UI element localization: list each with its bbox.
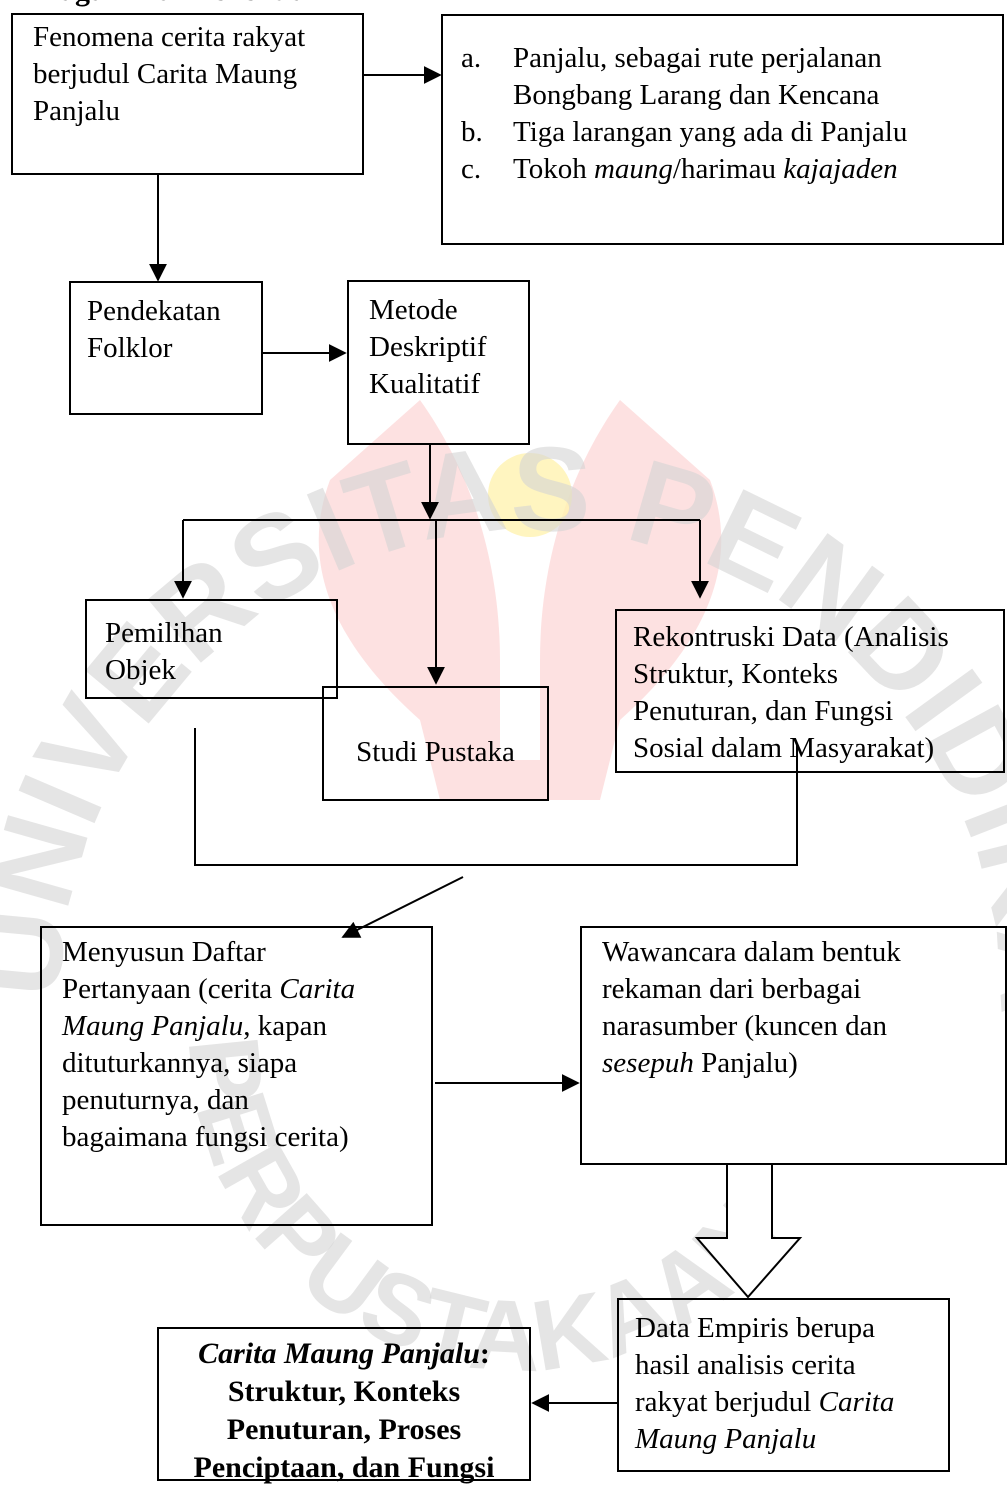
- box-line: rakyat berjudul Carita: [635, 1384, 932, 1421]
- box-studi-pustaka: Studi Pustaka: [322, 686, 549, 801]
- text-run-italic: Maung Panjalu: [62, 1010, 244, 1042]
- text-run-italic: Carita: [818, 1386, 895, 1418]
- box-pendekatan: Pendekatan Folklor: [69, 281, 263, 415]
- list-line: Tiga larangan yang ada di Panjalu: [513, 116, 908, 148]
- box-line: Carita Maung Panjalu:: [165, 1335, 523, 1373]
- list-marker: c.: [461, 153, 482, 185]
- box-line: Maung Panjalu, kapan: [62, 1008, 411, 1045]
- text-run-italic: Maung Panjalu: [635, 1423, 817, 1455]
- box-line: Objek: [105, 654, 176, 686]
- box-line: hasil analisis cerita: [635, 1349, 856, 1381]
- objek-list: a. Panjalu, sebagai rute perjalanan Bong…: [443, 40, 1002, 188]
- box-line: narasumber (kuncen dan: [602, 1010, 888, 1042]
- text-run: Pertanyaan (cerita: [62, 973, 280, 1005]
- box-line: Penuturan, dan Fungsi: [633, 695, 894, 727]
- box-line: Deskriptif: [369, 331, 487, 363]
- box-line: rekaman dari berbagai: [602, 973, 862, 1005]
- box-wawancara: Wawancara dalam bentuk rekaman dari berb…: [580, 926, 1007, 1165]
- box-line: dituturkannya, siapa: [62, 1047, 298, 1079]
- text-run-italic: Carita: [279, 973, 356, 1005]
- list-line: Bongbang Larang dan Kencana: [513, 79, 880, 111]
- box-final-result: Carita Maung Panjalu: Struktur, Konteks …: [157, 1327, 531, 1484]
- text-run: rakyat berjudul: [635, 1386, 819, 1418]
- list-item: a. Panjalu, sebagai rute perjalanan Bong…: [443, 40, 1002, 114]
- text-run: Panjalu): [693, 1047, 798, 1079]
- box-line: Folklor: [87, 332, 173, 364]
- box-line: Pendekatan: [87, 295, 221, 327]
- text-run-italic: sesepuh: [602, 1047, 694, 1079]
- box-line: Pertanyaan (cerita Carita: [62, 971, 411, 1008]
- box-line: Struktur, Konteks: [633, 658, 839, 690]
- list-marker: b.: [461, 116, 483, 148]
- box-menyusun: Menyusun Daftar Pertanyaan (cerita Carit…: [40, 926, 433, 1226]
- box-line: Wawancara dalam bentuk: [602, 936, 901, 968]
- page-heading: Bagan Alur Penelitian: [40, 0, 323, 8]
- list-line: Tokoh maung/harimau kajajaden: [513, 151, 1002, 188]
- box-line: Maung Panjalu: [635, 1421, 932, 1458]
- box-rekontruksi: Rekontruski Data (Analisis Struktur, Kon…: [615, 609, 1005, 773]
- box-line: Panjalu: [33, 95, 120, 127]
- text-run-italic: kajajaden: [783, 153, 898, 185]
- box-line: Struktur, Konteks: [227, 1375, 461, 1408]
- box-line: Fenomena cerita rakyat: [33, 21, 306, 53]
- box-line: Metode: [369, 294, 458, 326]
- box-line: Penuturan, Proses: [226, 1413, 462, 1446]
- box-line: Sosial dalam Masyarakat): [633, 732, 935, 764]
- box-line: Data Empiris berupa: [635, 1312, 875, 1344]
- box-fenomena: Fenomena cerita rakyat berjudul Carita M…: [11, 13, 364, 175]
- box-objek-list: a. Panjalu, sebagai rute perjalanan Bong…: [441, 14, 1004, 245]
- box-line: bagaimana fungsi cerita): [62, 1121, 349, 1153]
- hollow-arrow-wawancara-to-data: [694, 1165, 803, 1299]
- list-item: b. Tiga larangan yang ada di Panjalu: [443, 114, 1002, 151]
- box-pemilihan-objek: Pemilihan Objek: [85, 599, 338, 699]
- text-run: /harimau: [672, 153, 784, 185]
- logo-emblem: [318, 400, 722, 800]
- text-run: Tokoh: [513, 153, 594, 185]
- box-line: Studi Pustaka: [356, 736, 515, 768]
- list-marker: a.: [461, 42, 482, 74]
- box-data-empiris: Data Empiris berupa hasil analisis cerit…: [617, 1298, 950, 1472]
- box-line: Rekontruski Data (Analisis: [633, 621, 949, 653]
- text-run-italic: maung: [593, 153, 673, 185]
- box-line: Menyusun Daftar: [62, 936, 266, 968]
- box-line: Kualitatif: [369, 368, 481, 400]
- text-run: , kapan: [243, 1010, 327, 1042]
- list-item: c. Tokoh maung/harimau kajajaden: [443, 151, 1002, 188]
- list-line: Panjalu, sebagai rute perjalanan: [513, 42, 882, 74]
- box-line: sesepuh Panjalu): [602, 1045, 985, 1082]
- connector-merge: [194, 728, 798, 866]
- box-line: berjudul Carita Maung: [33, 58, 298, 90]
- box-line: Pemilihan: [105, 617, 223, 649]
- box-metode: Metode Deskriptif Kualitatif: [347, 280, 530, 445]
- text-run: :: [479, 1337, 490, 1370]
- text-run-italic: Carita Maung Panjalu: [198, 1337, 480, 1370]
- box-line: penuturnya, dan: [62, 1084, 249, 1116]
- box-line: Penciptaan, dan Fungsi: [193, 1451, 495, 1484]
